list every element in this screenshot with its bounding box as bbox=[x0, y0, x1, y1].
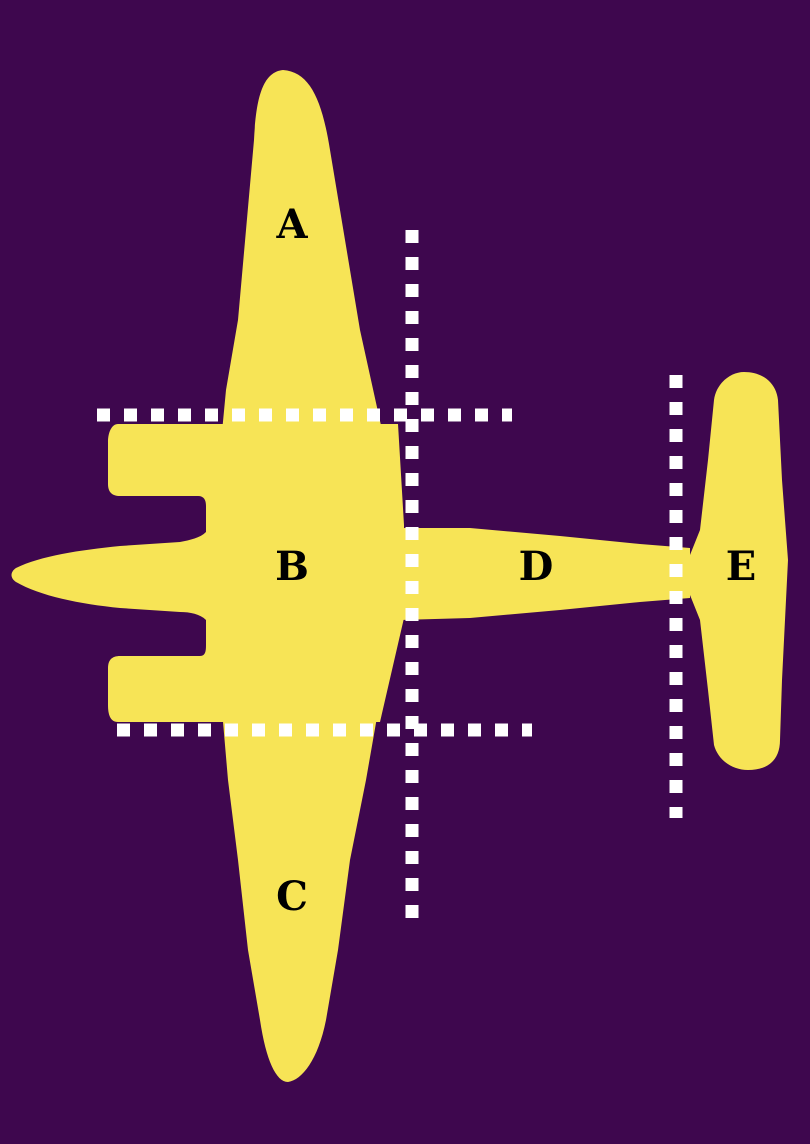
upper-wing bbox=[222, 70, 398, 520]
cut-lines bbox=[97, 230, 683, 930]
label-region-e: E bbox=[726, 543, 757, 590]
label-region-a: A bbox=[275, 201, 308, 248]
central-body bbox=[11, 424, 404, 722]
tail-fuselage bbox=[400, 528, 690, 620]
label-region-b: B bbox=[275, 543, 309, 590]
label-region-c: C bbox=[276, 873, 308, 920]
airplane-silhouette bbox=[11, 70, 788, 1082]
label-region-d: D bbox=[519, 543, 554, 590]
tailplane bbox=[688, 372, 788, 770]
lower-wing bbox=[222, 610, 398, 1082]
